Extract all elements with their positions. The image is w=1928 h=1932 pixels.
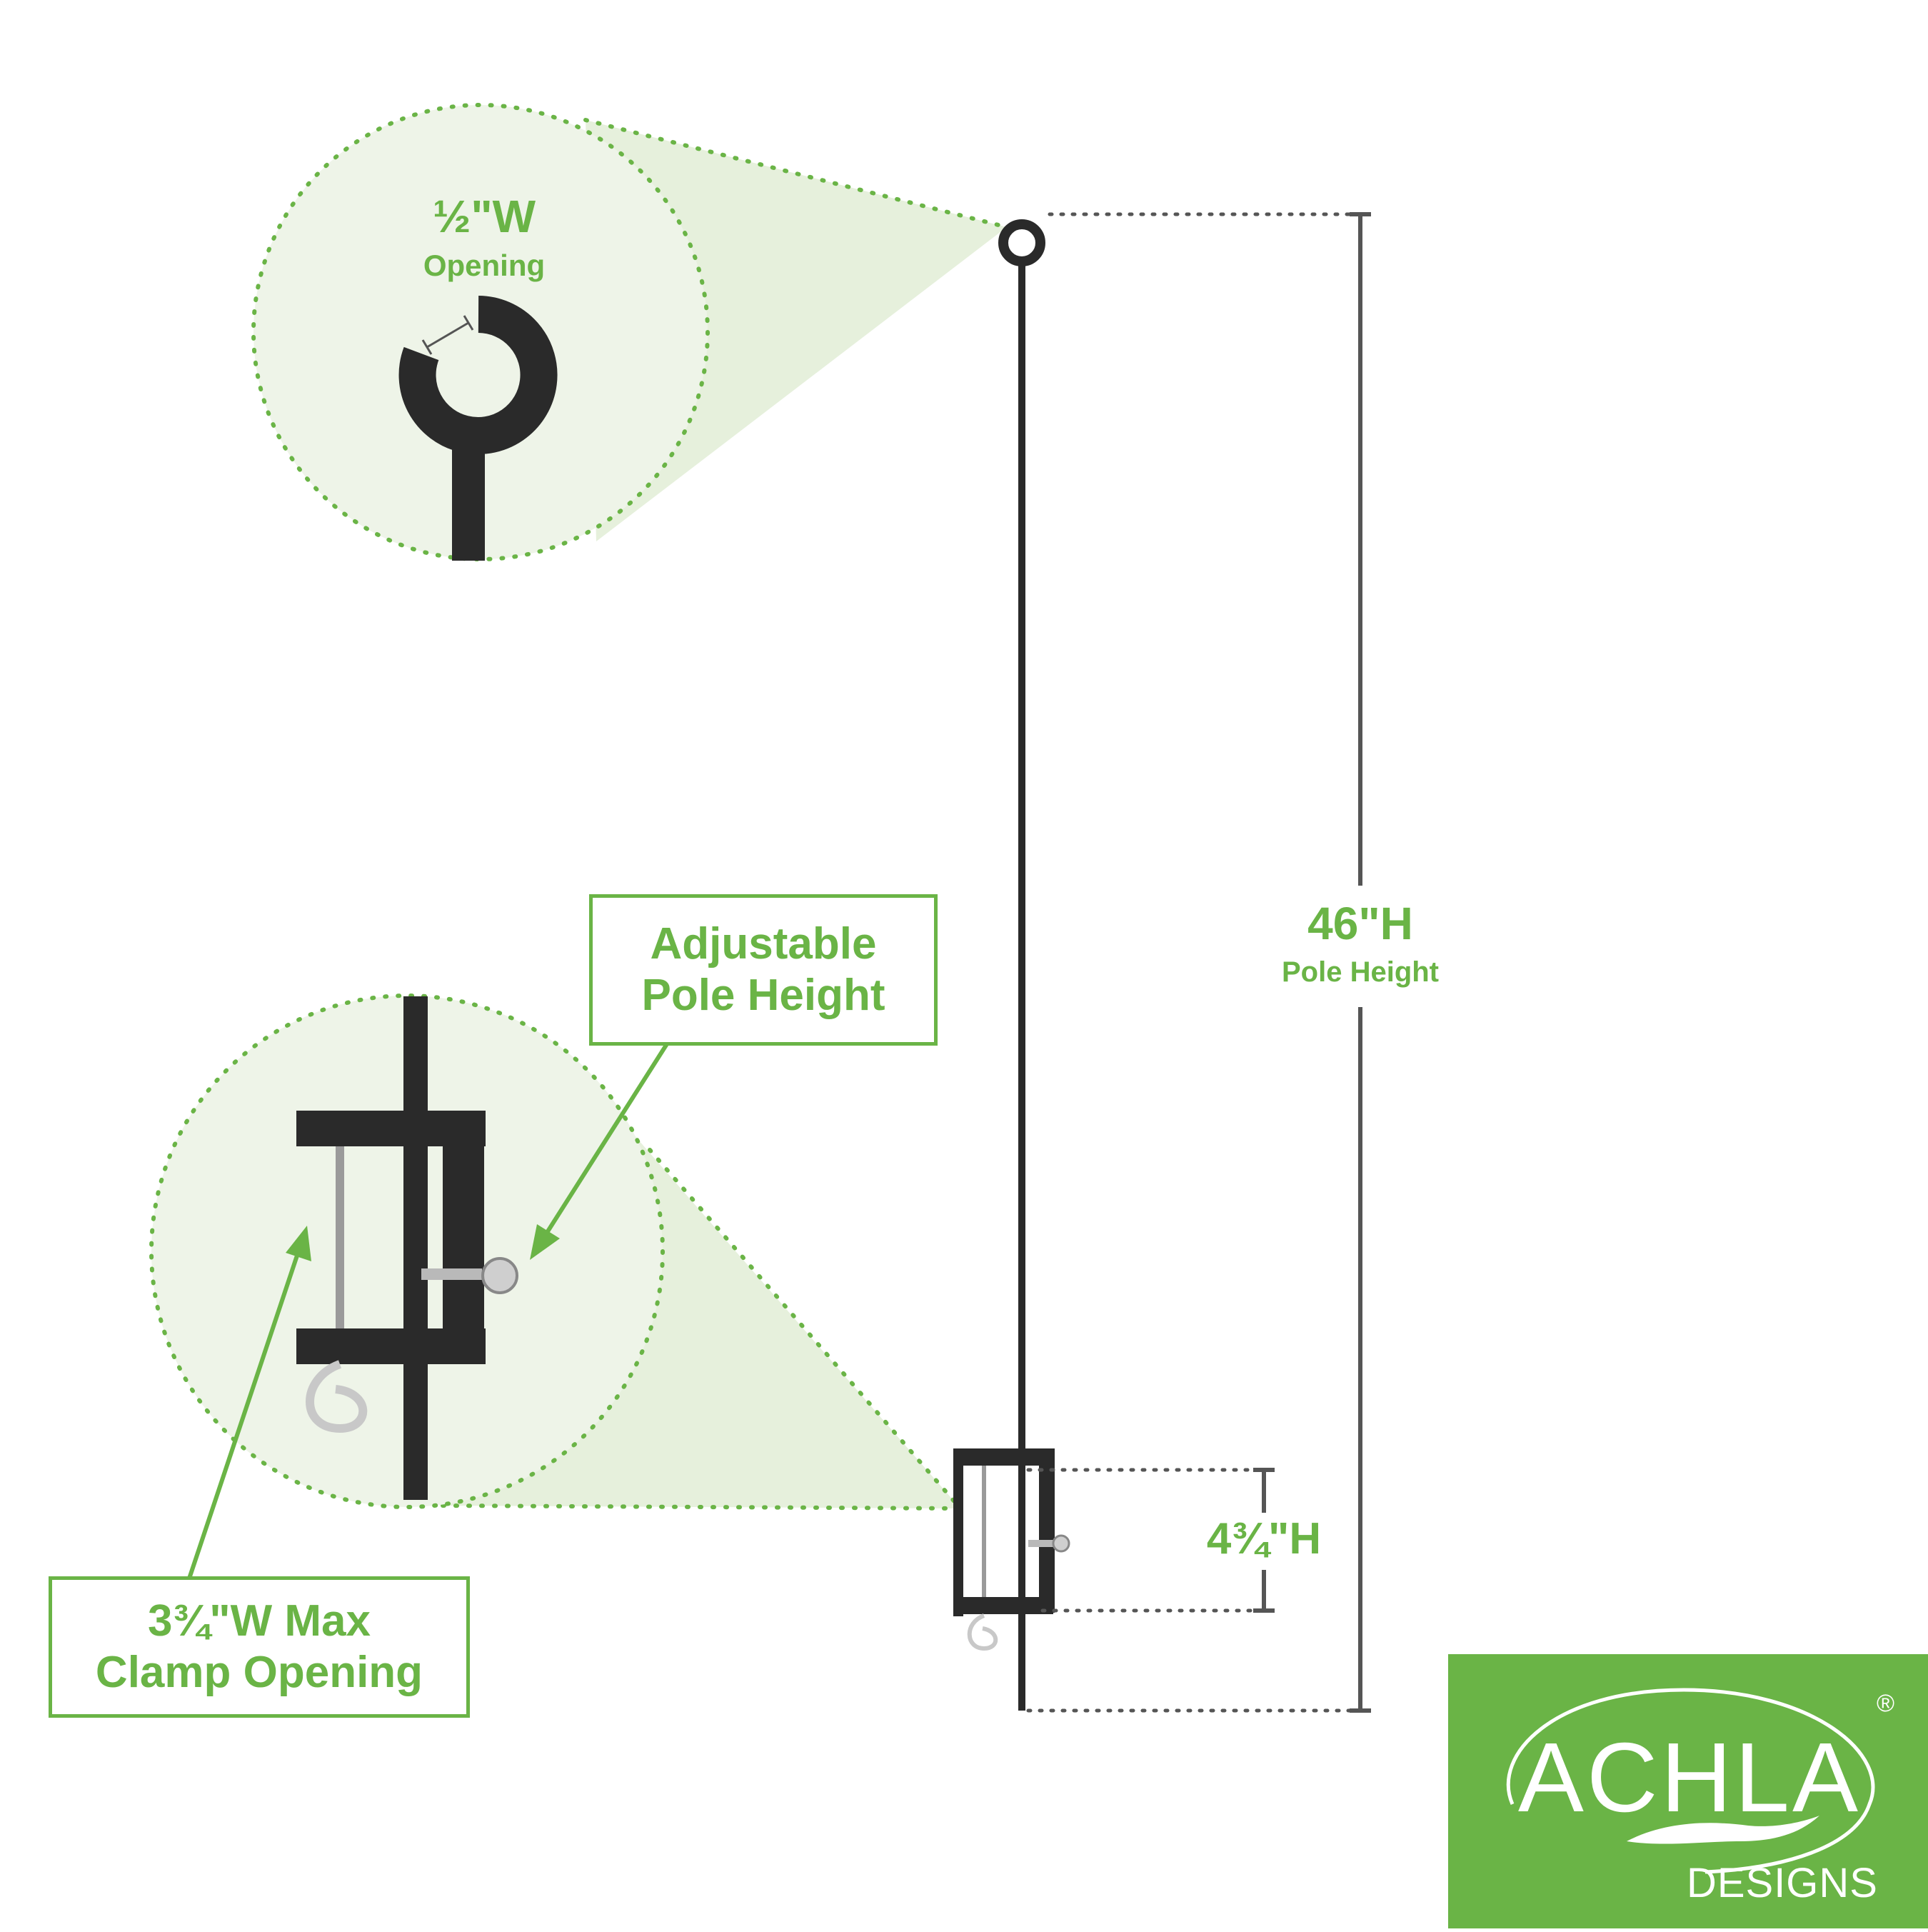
height-dimension: [1026, 212, 1371, 1713]
logo-mark: ACHLA ®: [1506, 1688, 1894, 1874]
brand-logo: ACHLA ® DESIGNS: [1448, 1654, 1928, 1928]
clamp-opening-callout: 3¾"W Max Clamp Opening: [49, 1576, 470, 1718]
opening-width-label: ½"W: [432, 191, 536, 242]
feather-icon: [1627, 1816, 1819, 1844]
logo-brand-text: ACHLA: [1518, 1723, 1861, 1833]
eyelet-detail: [398, 296, 558, 561]
adjustable-line-1: Adjustable: [650, 919, 877, 968]
clamp-height-label: 4¾"H: [1206, 1514, 1322, 1563]
opening-caption: Opening: [423, 249, 546, 282]
clamp-height-dimension: [1026, 1468, 1275, 1613]
adjustable-line-2: Pole Height: [641, 971, 885, 1020]
clamp-line-1: 3¾"W Max: [148, 1596, 371, 1646]
adjustable-arrow: [530, 1041, 670, 1260]
adjustable-height-callout: Adjustable Pole Height: [589, 894, 938, 1046]
clamp-detail: [296, 996, 518, 1500]
pole-height-caption: Pole Height: [1281, 956, 1440, 988]
clamp-line-2: Clamp Opening: [95, 1648, 423, 1697]
flag-pole: [953, 219, 1070, 1711]
pole-height-label: 46"H: [1307, 898, 1413, 949]
top-zoom-cone: [586, 120, 1007, 541]
registered-mark: ®: [1877, 1690, 1894, 1717]
clamp-opening-arrow: [187, 1226, 311, 1579]
logo-designs-text: DESIGNS: [1686, 1860, 1878, 1906]
